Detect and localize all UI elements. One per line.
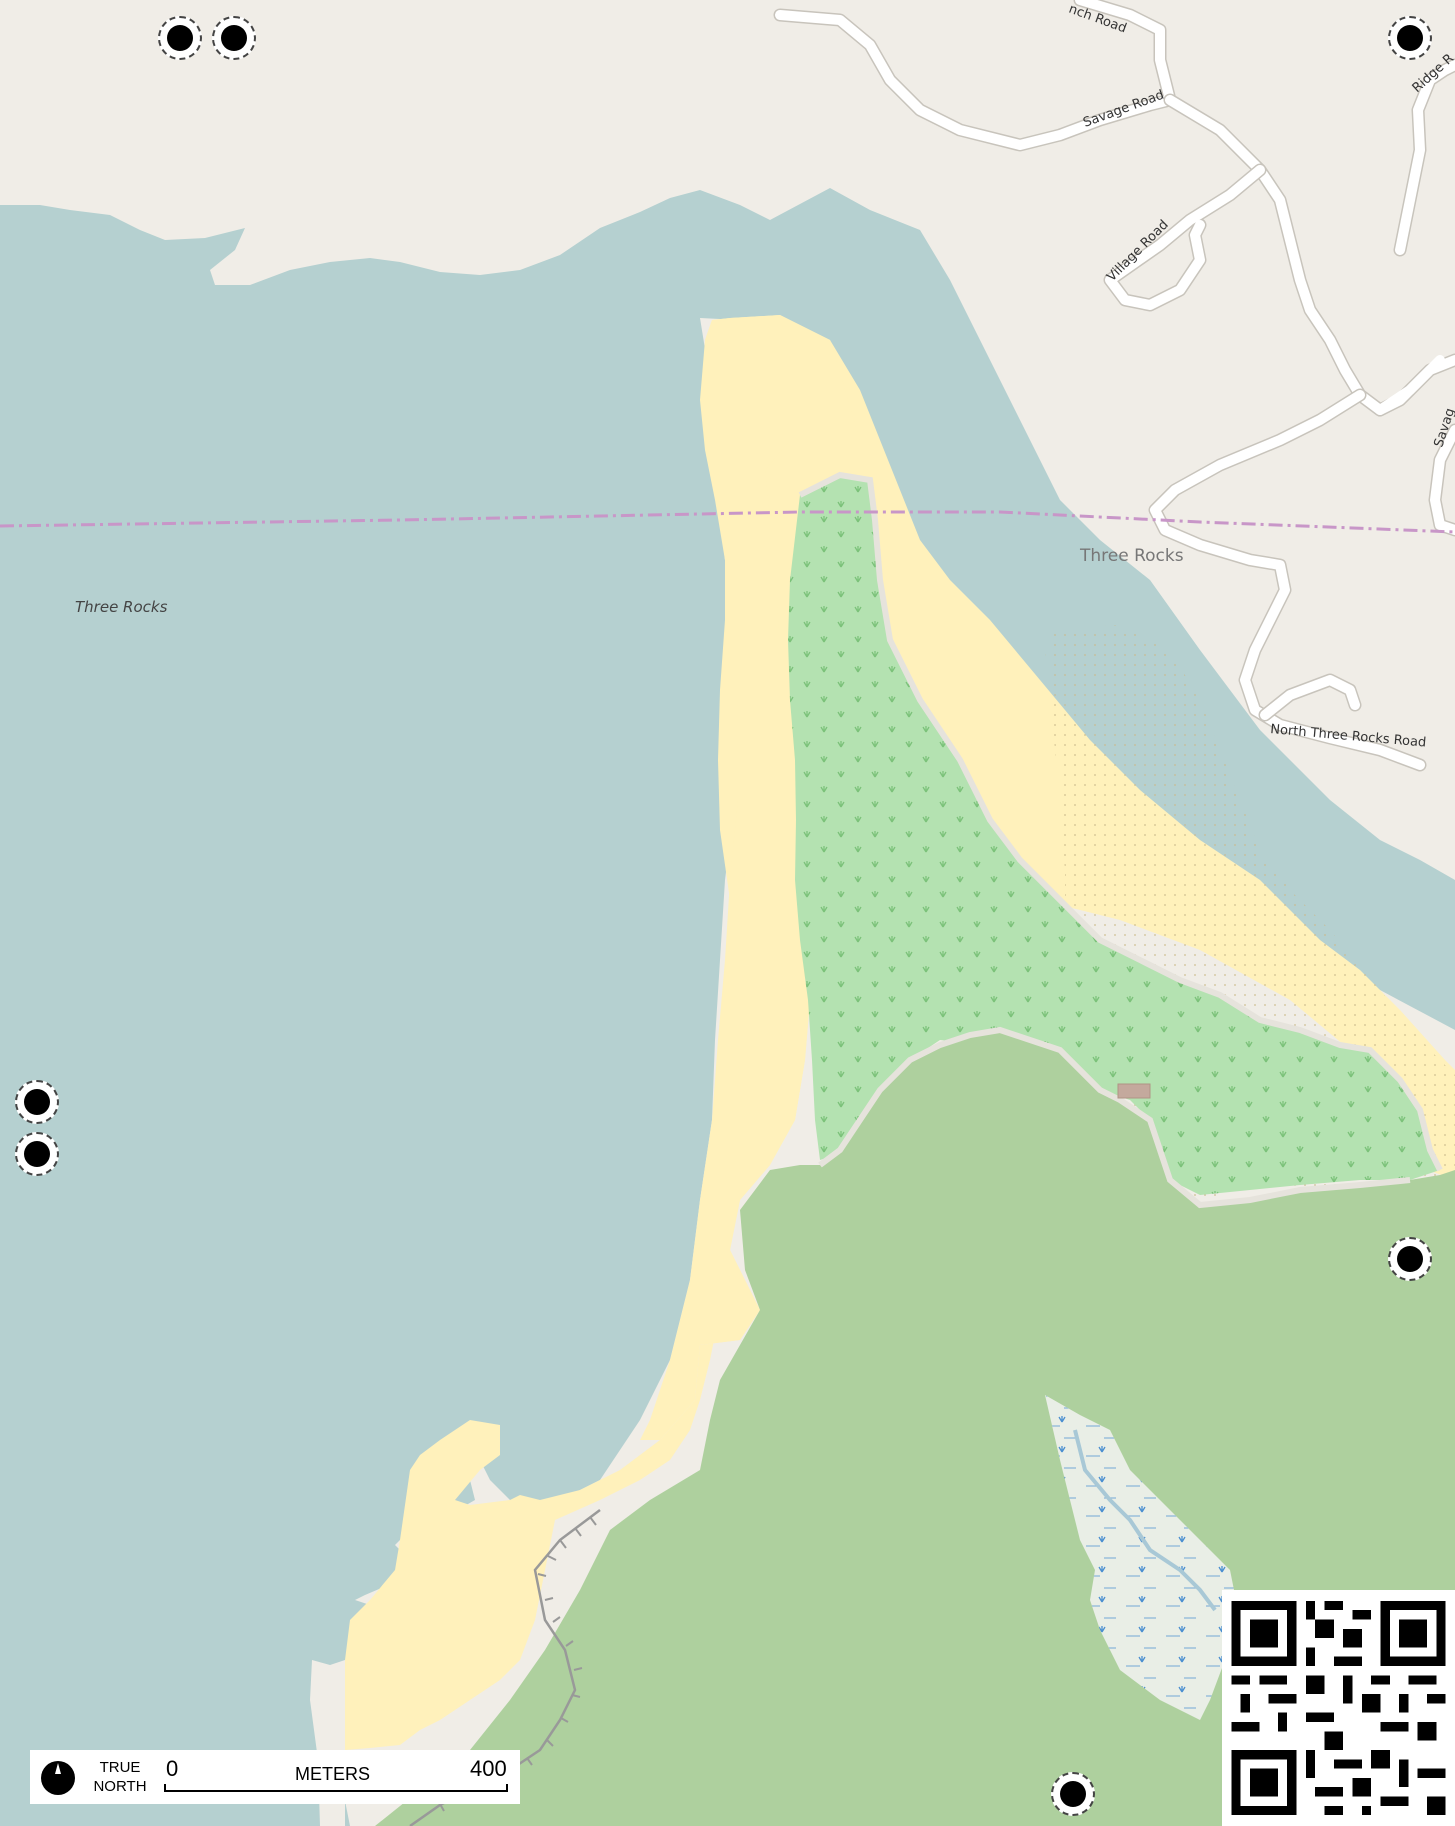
map-marker[interactable] — [1051, 1772, 1095, 1816]
scale-min-value: 0 — [166, 1756, 179, 1781]
qr-code-icon — [1222, 1591, 1455, 1825]
water-body — [0, 188, 1455, 1826]
water-label: Three Rocks — [75, 598, 168, 616]
north-label: TRUE NORTH — [85, 1758, 155, 1796]
qr-code[interactable] — [1222, 1590, 1455, 1826]
scale-bar: TRUE NORTH 0 METERS 400 — [30, 1750, 520, 1804]
wetland-edge — [798, 471, 1443, 1172]
north-label-line2: NORTH — [93, 1778, 147, 1795]
beach-area — [340, 315, 1455, 1750]
map-marker[interactable] — [212, 16, 256, 60]
wetland-texture — [788, 475, 1440, 1195]
beach-strip-west — [640, 315, 860, 1440]
marsh-texture — [1045, 1395, 1240, 1720]
north-label-line1: TRUE — [99, 1759, 141, 1776]
forest-edge — [818, 1026, 1411, 1209]
boundary-line — [0, 510, 1455, 534]
road-network — [773, 0, 1455, 772]
map-marker[interactable] — [1388, 16, 1432, 60]
scale-max-value: 400 — [470, 1756, 507, 1781]
map-marker[interactable] — [1388, 1237, 1432, 1281]
scale-line — [164, 1784, 508, 1792]
map-marker[interactable] — [158, 16, 202, 60]
north-arrow-icon — [41, 1761, 75, 1795]
building — [1117, 1083, 1151, 1099]
scale-units: METERS — [295, 1764, 371, 1784]
map-marker[interactable] — [15, 1132, 59, 1176]
map-marker[interactable] — [15, 1080, 59, 1124]
stream — [1073, 1429, 1217, 1612]
place-label: Three Rocks — [1079, 546, 1184, 566]
